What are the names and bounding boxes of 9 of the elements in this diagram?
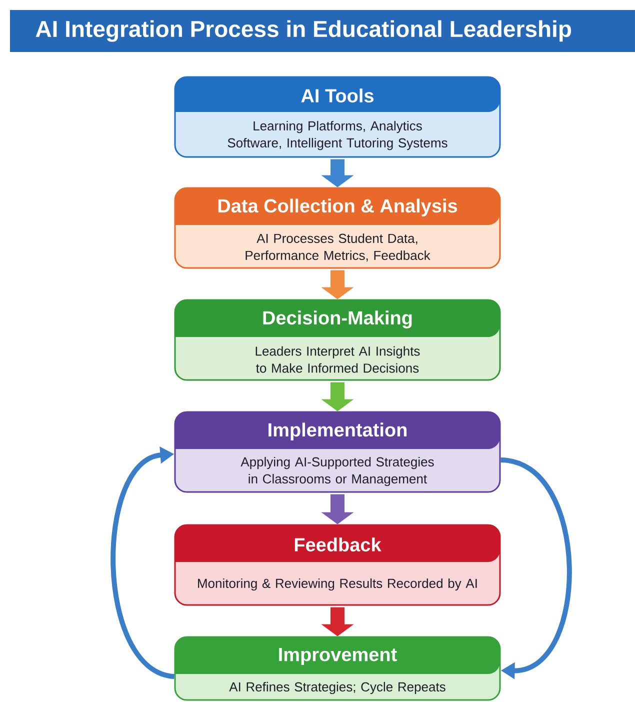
step-box: Implementation Applying AI-Supported Strategies in Classrooms or Management: [174, 411, 501, 493]
arrow: [110, 446, 175, 679]
step-box: AI Tools Learning Platforms, Analytics Software, Intelligent Tutoring Systems: [174, 76, 501, 158]
step-box: Data Collection & Analysis AI Processes Student Data, Performance Metrics, Feedback: [174, 187, 501, 269]
step-box: Improvement AI Refines Strategies; Cycle Repeats: [174, 636, 501, 701]
step-box: Feedback Monitoring & Reviewing Results Recorded by AI: [174, 524, 501, 606]
step-box: Decision-Making Leaders Interpret AI Insights to Make Informed Decisions: [174, 299, 501, 381]
title-banner: AI Integration Process in Educational Leadership: [10, 10, 635, 52]
arrow: [500, 458, 572, 680]
